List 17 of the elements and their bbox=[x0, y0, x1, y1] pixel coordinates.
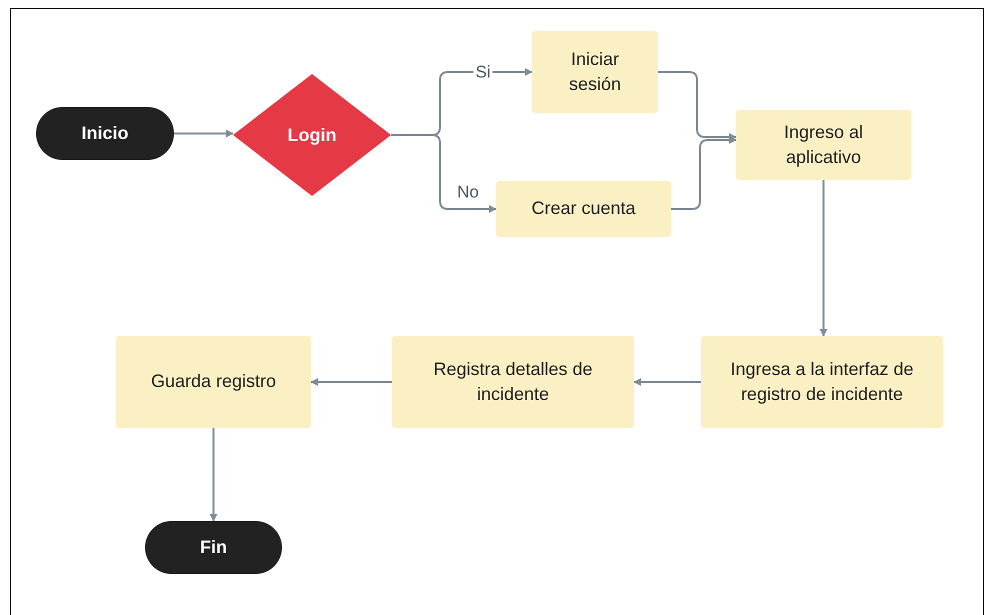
arrow bbox=[820, 180, 828, 337]
process-box: Crear cuenta bbox=[496, 181, 671, 237]
arrow bbox=[658, 71, 737, 141]
decision-diamond: Login bbox=[233, 74, 391, 196]
arrow bbox=[391, 134, 497, 213]
process-box: Ingresa a la interfaz de registro de incidente bbox=[701, 336, 943, 428]
arrow bbox=[633, 378, 701, 386]
process-box: Iniciar sesión bbox=[532, 31, 658, 113]
arrow bbox=[210, 428, 218, 522]
arrow bbox=[310, 378, 392, 386]
process-box: Ingreso al aplicativo bbox=[736, 110, 911, 180]
terminal-pill: Inicio bbox=[36, 107, 174, 160]
arrow bbox=[174, 130, 234, 138]
process-box: Registra detalles de incidente bbox=[392, 336, 634, 428]
terminal-pill: Fin bbox=[145, 521, 282, 574]
process-box: Guarda registro bbox=[116, 336, 311, 428]
arrow bbox=[671, 136, 737, 210]
